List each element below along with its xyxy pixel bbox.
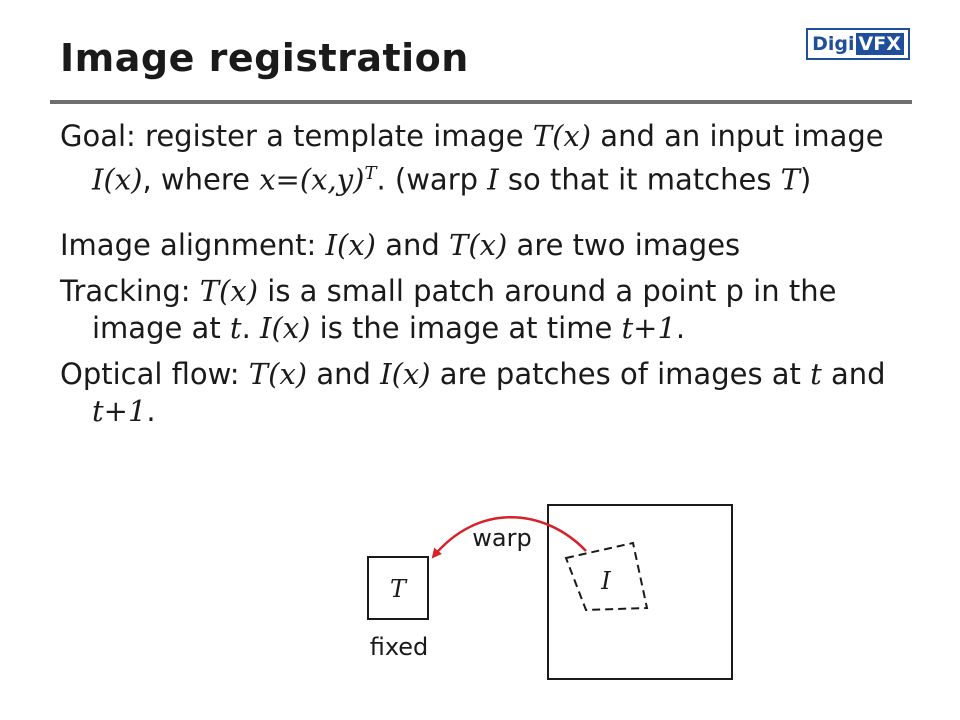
tracking-text-5: . bbox=[675, 310, 686, 345]
warped-patch bbox=[564, 541, 649, 612]
goal-math-2: I(x) bbox=[92, 162, 143, 197]
optical-flow-math-3: t bbox=[810, 356, 822, 391]
template-box bbox=[367, 556, 429, 620]
optical-flow-text-1: Optical flow: bbox=[60, 356, 249, 391]
goal-text-6: ) bbox=[800, 162, 812, 197]
tracking-math-2: t bbox=[229, 310, 242, 345]
goal-math-sup: T bbox=[364, 163, 377, 184]
input-image-box bbox=[547, 504, 733, 680]
goal-math-3: x=(x,y) bbox=[259, 162, 365, 197]
alignment-math-1: I(x) bbox=[325, 227, 376, 262]
goal-text-3: , where bbox=[142, 162, 260, 197]
title-divider bbox=[50, 100, 912, 104]
fixed-label: fixed bbox=[370, 633, 429, 661]
alignment-math-2: T(x) bbox=[449, 227, 508, 262]
warp-label: warp bbox=[472, 524, 531, 552]
tracking-paragraph: Tracking: T(x) is a small patch around a… bbox=[60, 273, 910, 347]
goal-text-5: so that it matches bbox=[498, 162, 781, 197]
tracking-text-4: is the image at time bbox=[310, 310, 622, 345]
optical-flow-math-2: I(x) bbox=[380, 356, 431, 391]
tracking-text-2: is a small patch around a point p in the… bbox=[92, 273, 837, 345]
optical-flow-text-4: and bbox=[821, 356, 886, 391]
optical-flow-text-5: . bbox=[146, 393, 156, 428]
goal-math-5: T bbox=[780, 162, 800, 197]
tracking-math-3: I(x) bbox=[260, 310, 311, 345]
optical-flow-text-3: are patches of images at bbox=[430, 356, 811, 391]
goal-paragraph: Goal: register a template image T(x) and… bbox=[60, 118, 910, 199]
goal-text-4: . (warp bbox=[376, 162, 488, 197]
tracking-text-3: . bbox=[241, 310, 260, 345]
alignment-paragraph: Image alignment: I(x) and T(x) are two i… bbox=[60, 227, 910, 264]
page-title: Image registration bbox=[60, 36, 469, 80]
slide-body: Goal: register a template image T(x) and… bbox=[60, 118, 910, 439]
tracking-math-1: T(x) bbox=[199, 273, 259, 308]
optical-flow-paragraph: Optical flow: T(x) and I(x) are patches … bbox=[60, 356, 910, 430]
alignment-text-3: are two images bbox=[507, 227, 741, 262]
goal-math-4: I bbox=[487, 162, 499, 197]
warp-arrow bbox=[431, 516, 587, 559]
template-label: T bbox=[390, 575, 408, 603]
goal-text-1: Goal: register a template image bbox=[60, 119, 533, 153]
goal-text-2: and an input image bbox=[591, 119, 884, 153]
logo-digi-text: Digi bbox=[812, 33, 855, 55]
goal-math-1: T(x) bbox=[532, 119, 592, 153]
optical-flow-math-1: T(x) bbox=[248, 356, 308, 391]
tracking-math-4: t+1 bbox=[621, 310, 676, 345]
input-label: I bbox=[600, 567, 611, 595]
alignment-text-2: and bbox=[376, 227, 449, 262]
alignment-text-1: Image alignment: bbox=[60, 227, 326, 262]
optical-flow-text-2: and bbox=[307, 356, 381, 391]
tracking-text-1: Tracking: bbox=[60, 273, 200, 308]
optical-flow-math-4: t+1 bbox=[92, 393, 147, 428]
logo-vfx-text: VFX bbox=[855, 33, 904, 55]
